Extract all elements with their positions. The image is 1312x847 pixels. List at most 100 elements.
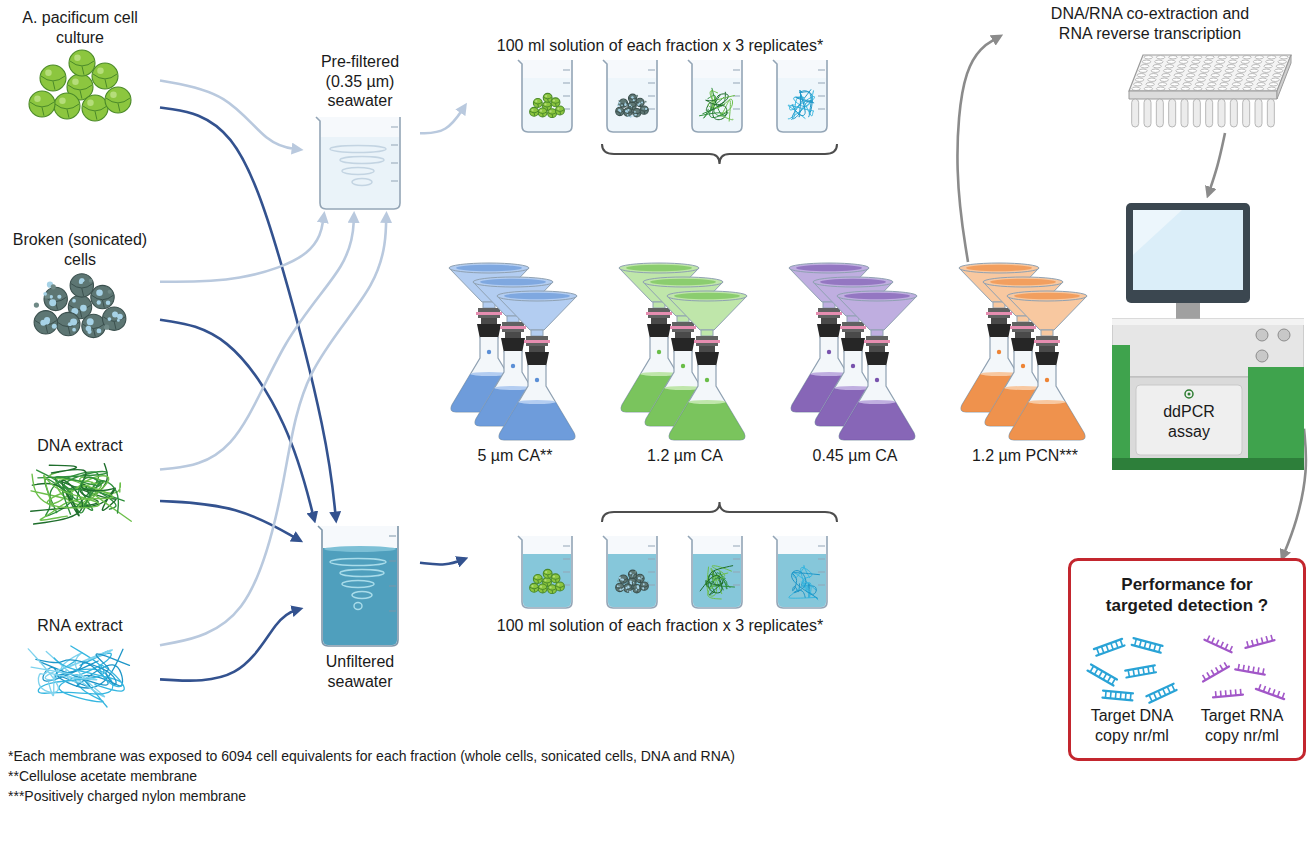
node-label: A. pacificum cell culture bbox=[5, 8, 155, 47]
illustration-part bbox=[1015, 332, 1031, 338]
illustration-part bbox=[1252, 65, 1260, 68]
illustration-part bbox=[818, 108, 825, 109]
illustration-part bbox=[633, 99, 634, 100]
illustration-part bbox=[640, 106, 648, 114]
illustration-part bbox=[1130, 694, 1132, 701]
illustration-part bbox=[104, 325, 109, 330]
illustration-part bbox=[1120, 693, 1122, 700]
illustration-part bbox=[74, 55, 81, 62]
illustration-part bbox=[1143, 668, 1144, 675]
illustration-part bbox=[524, 340, 550, 343]
illustration-part bbox=[616, 583, 624, 591]
illustration-part bbox=[69, 50, 95, 76]
illustration-part bbox=[1268, 688, 1270, 694]
illustration-part bbox=[1154, 693, 1157, 699]
illustration-part bbox=[1266, 60, 1274, 63]
illustration-part bbox=[533, 575, 542, 584]
illustration-part bbox=[817, 324, 841, 339]
illustration-part bbox=[34, 96, 41, 103]
illustration-part bbox=[840, 326, 866, 329]
illustration-group bbox=[316, 117, 400, 209]
illustration-part bbox=[839, 402, 915, 440]
illustration-part bbox=[1156, 56, 1164, 59]
illustration-part bbox=[43, 292, 47, 296]
illustration-part bbox=[551, 101, 559, 103]
illustration-part bbox=[845, 332, 861, 338]
illustration-part bbox=[94, 329, 96, 337]
illustration-part bbox=[548, 588, 556, 590]
illustration-part bbox=[1112, 345, 1130, 470]
illustration-group bbox=[31, 463, 132, 523]
illustration-part bbox=[103, 307, 126, 330]
illustration-part bbox=[651, 318, 667, 324]
illustration-part bbox=[733, 572, 740, 573]
illustration-part bbox=[987, 324, 1011, 339]
illustration-part bbox=[634, 110, 636, 112]
illustration-part bbox=[391, 180, 398, 181]
illustration-part bbox=[631, 96, 633, 98]
illustration-part bbox=[1248, 367, 1304, 470]
illustration-part bbox=[990, 279, 1056, 285]
illustration-part bbox=[1230, 647, 1233, 652]
illustration-part bbox=[1241, 60, 1249, 63]
box-heading: Performance for targeted detection ? bbox=[1100, 575, 1275, 616]
illustration-part bbox=[603, 536, 657, 608]
illustration-part bbox=[1216, 60, 1224, 63]
illustration-part bbox=[627, 113, 629, 116]
illustration-part bbox=[1179, 60, 1187, 63]
illustration-part bbox=[1159, 646, 1161, 653]
illustration-part bbox=[449, 263, 529, 273]
illustration-part bbox=[117, 314, 123, 320]
illustration-part bbox=[773, 60, 827, 132]
illustration-part bbox=[871, 330, 883, 336]
illustration-part bbox=[633, 588, 641, 590]
illustration-part bbox=[844, 293, 910, 299]
illustration-part bbox=[875, 378, 879, 382]
illustration-part bbox=[1247, 642, 1249, 648]
illustration-part bbox=[391, 162, 398, 163]
illustration-part bbox=[619, 98, 627, 106]
illustration-part bbox=[497, 291, 577, 301]
illustration-part bbox=[1021, 364, 1025, 368]
illustration-part bbox=[1174, 74, 1182, 77]
illustration-part bbox=[688, 536, 742, 608]
illustration-part bbox=[477, 324, 501, 339]
illustration-part bbox=[1207, 636, 1210, 641]
illustration-part bbox=[340, 570, 384, 577]
illustration-part bbox=[616, 107, 624, 115]
illustration-part bbox=[733, 108, 740, 109]
illustration-part bbox=[40, 65, 66, 91]
illustration-part bbox=[1234, 78, 1242, 81]
illustration-part bbox=[71, 284, 93, 288]
illustration-part bbox=[1215, 692, 1217, 698]
illustration-part bbox=[633, 112, 641, 114]
illustration-part bbox=[1188, 69, 1196, 72]
illustration-part bbox=[603, 536, 657, 608]
illustration-part bbox=[1206, 56, 1214, 59]
illustration-part bbox=[1045, 378, 1049, 382]
illustration-part bbox=[511, 364, 515, 368]
illustration-part bbox=[619, 577, 621, 579]
illustration-part bbox=[671, 338, 695, 353]
illustration-part bbox=[44, 287, 67, 310]
illustration-part bbox=[674, 293, 740, 299]
illustration-part bbox=[389, 536, 396, 537]
illustration-part bbox=[556, 582, 565, 591]
illustration-part bbox=[330, 559, 386, 566]
illustration-part bbox=[1266, 637, 1268, 643]
seawater-beaker: Pre-filtered (0.35 µm) seawater bbox=[300, 52, 420, 215]
illustration-group bbox=[318, 526, 398, 646]
illustration-part bbox=[645, 108, 647, 110]
illustration-part bbox=[79, 280, 83, 284]
illustration-part bbox=[693, 554, 741, 607]
footnotes: *Each membrane was exposed to 6094 cell … bbox=[8, 746, 735, 806]
illustration-part bbox=[29, 91, 55, 117]
illustration-part bbox=[547, 98, 549, 101]
illustration-part bbox=[619, 575, 627, 583]
flow-arrow bbox=[160, 215, 386, 646]
node-illustration bbox=[465, 56, 855, 176]
illustration-part bbox=[1165, 65, 1173, 68]
illustration-part bbox=[70, 274, 93, 297]
illustration-part bbox=[1259, 685, 1261, 691]
illustration-part bbox=[603, 60, 657, 132]
